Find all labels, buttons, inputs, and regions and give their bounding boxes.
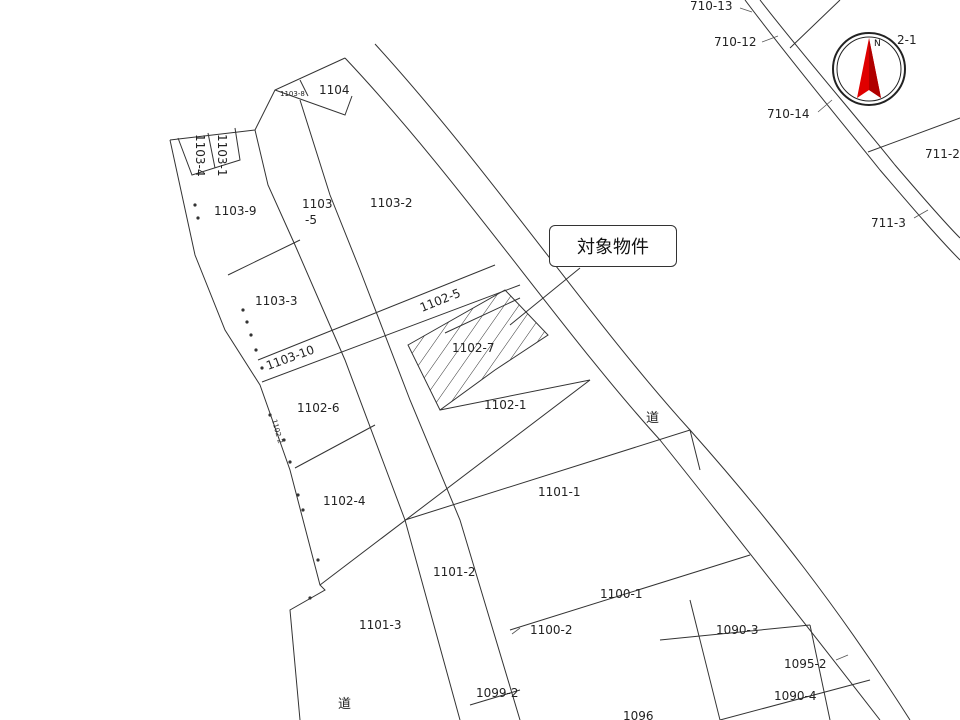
label-1102-2: 1102-2 (270, 418, 284, 444)
label-1101-2: 1101-2 (433, 565, 476, 579)
parcel-labels: 1104 1103-8 1103-1 1103-4 1103-9 1103 -5… (193, 0, 960, 720)
label-710-13: 710-13 (690, 0, 733, 13)
label-1103-1: 1103-1 (215, 134, 229, 177)
north-arrow-icon: N (832, 32, 906, 106)
target-property-callout: 対象物件 (549, 225, 677, 267)
label-1102-6: 1102-6 (297, 401, 340, 415)
callout-pointer (509, 267, 581, 326)
label-1102-7: 1102-7 (452, 341, 495, 355)
label-1102-4: 1102-4 (323, 494, 366, 508)
label-1100-1: 1100-1 (600, 587, 643, 601)
label-1100-2: 1100-2 (530, 623, 573, 637)
road-main (344, 43, 911, 720)
label-1103-2: 1103-2 (370, 196, 413, 210)
label-1103-8: 1103-8 (280, 90, 305, 98)
label-1095-2: 1095-2 (784, 657, 827, 671)
label-710-14: 710-14 (767, 107, 810, 121)
label-1090-4: 1090-4 (774, 689, 817, 703)
callout-text: 対象物件 (577, 237, 649, 258)
label-1104: 1104 (319, 83, 350, 97)
road-label-bottom: 道 (338, 697, 351, 712)
reference-arrows (511, 7, 929, 661)
label-1103: 1103 (302, 197, 333, 211)
north-label: N (874, 39, 881, 49)
label-1102-5: 1102-5 (418, 286, 463, 315)
parcel-boundaries (169, 57, 871, 720)
label-1102-1: 1102-1 (484, 398, 527, 412)
label-711-2: 711-2 (925, 147, 960, 161)
label-1103-5-suffix: -5 (305, 213, 317, 227)
label-1103-3: 1103-3 (255, 294, 298, 308)
target-property[interactable] (407, 289, 549, 411)
label-1099-2: 1099-2 (476, 686, 519, 700)
label-710-12: 710-12 (714, 35, 757, 49)
road-top-right (744, 0, 960, 261)
label-1090-3: 1090-3 (716, 623, 759, 637)
label-1101-3: 1101-3 (359, 618, 402, 632)
label-1103-9: 1103-9 (214, 204, 257, 218)
label-1096: 1096 (623, 709, 654, 720)
label-1101-1: 1101-1 (538, 485, 581, 499)
label-2-1: 2-1 (897, 33, 917, 47)
road-label-main: 道 (646, 411, 659, 426)
boundary-markers (193, 203, 320, 600)
label-1103-4: 1103-4 (193, 134, 207, 177)
label-711-3: 711-3 (871, 216, 906, 230)
